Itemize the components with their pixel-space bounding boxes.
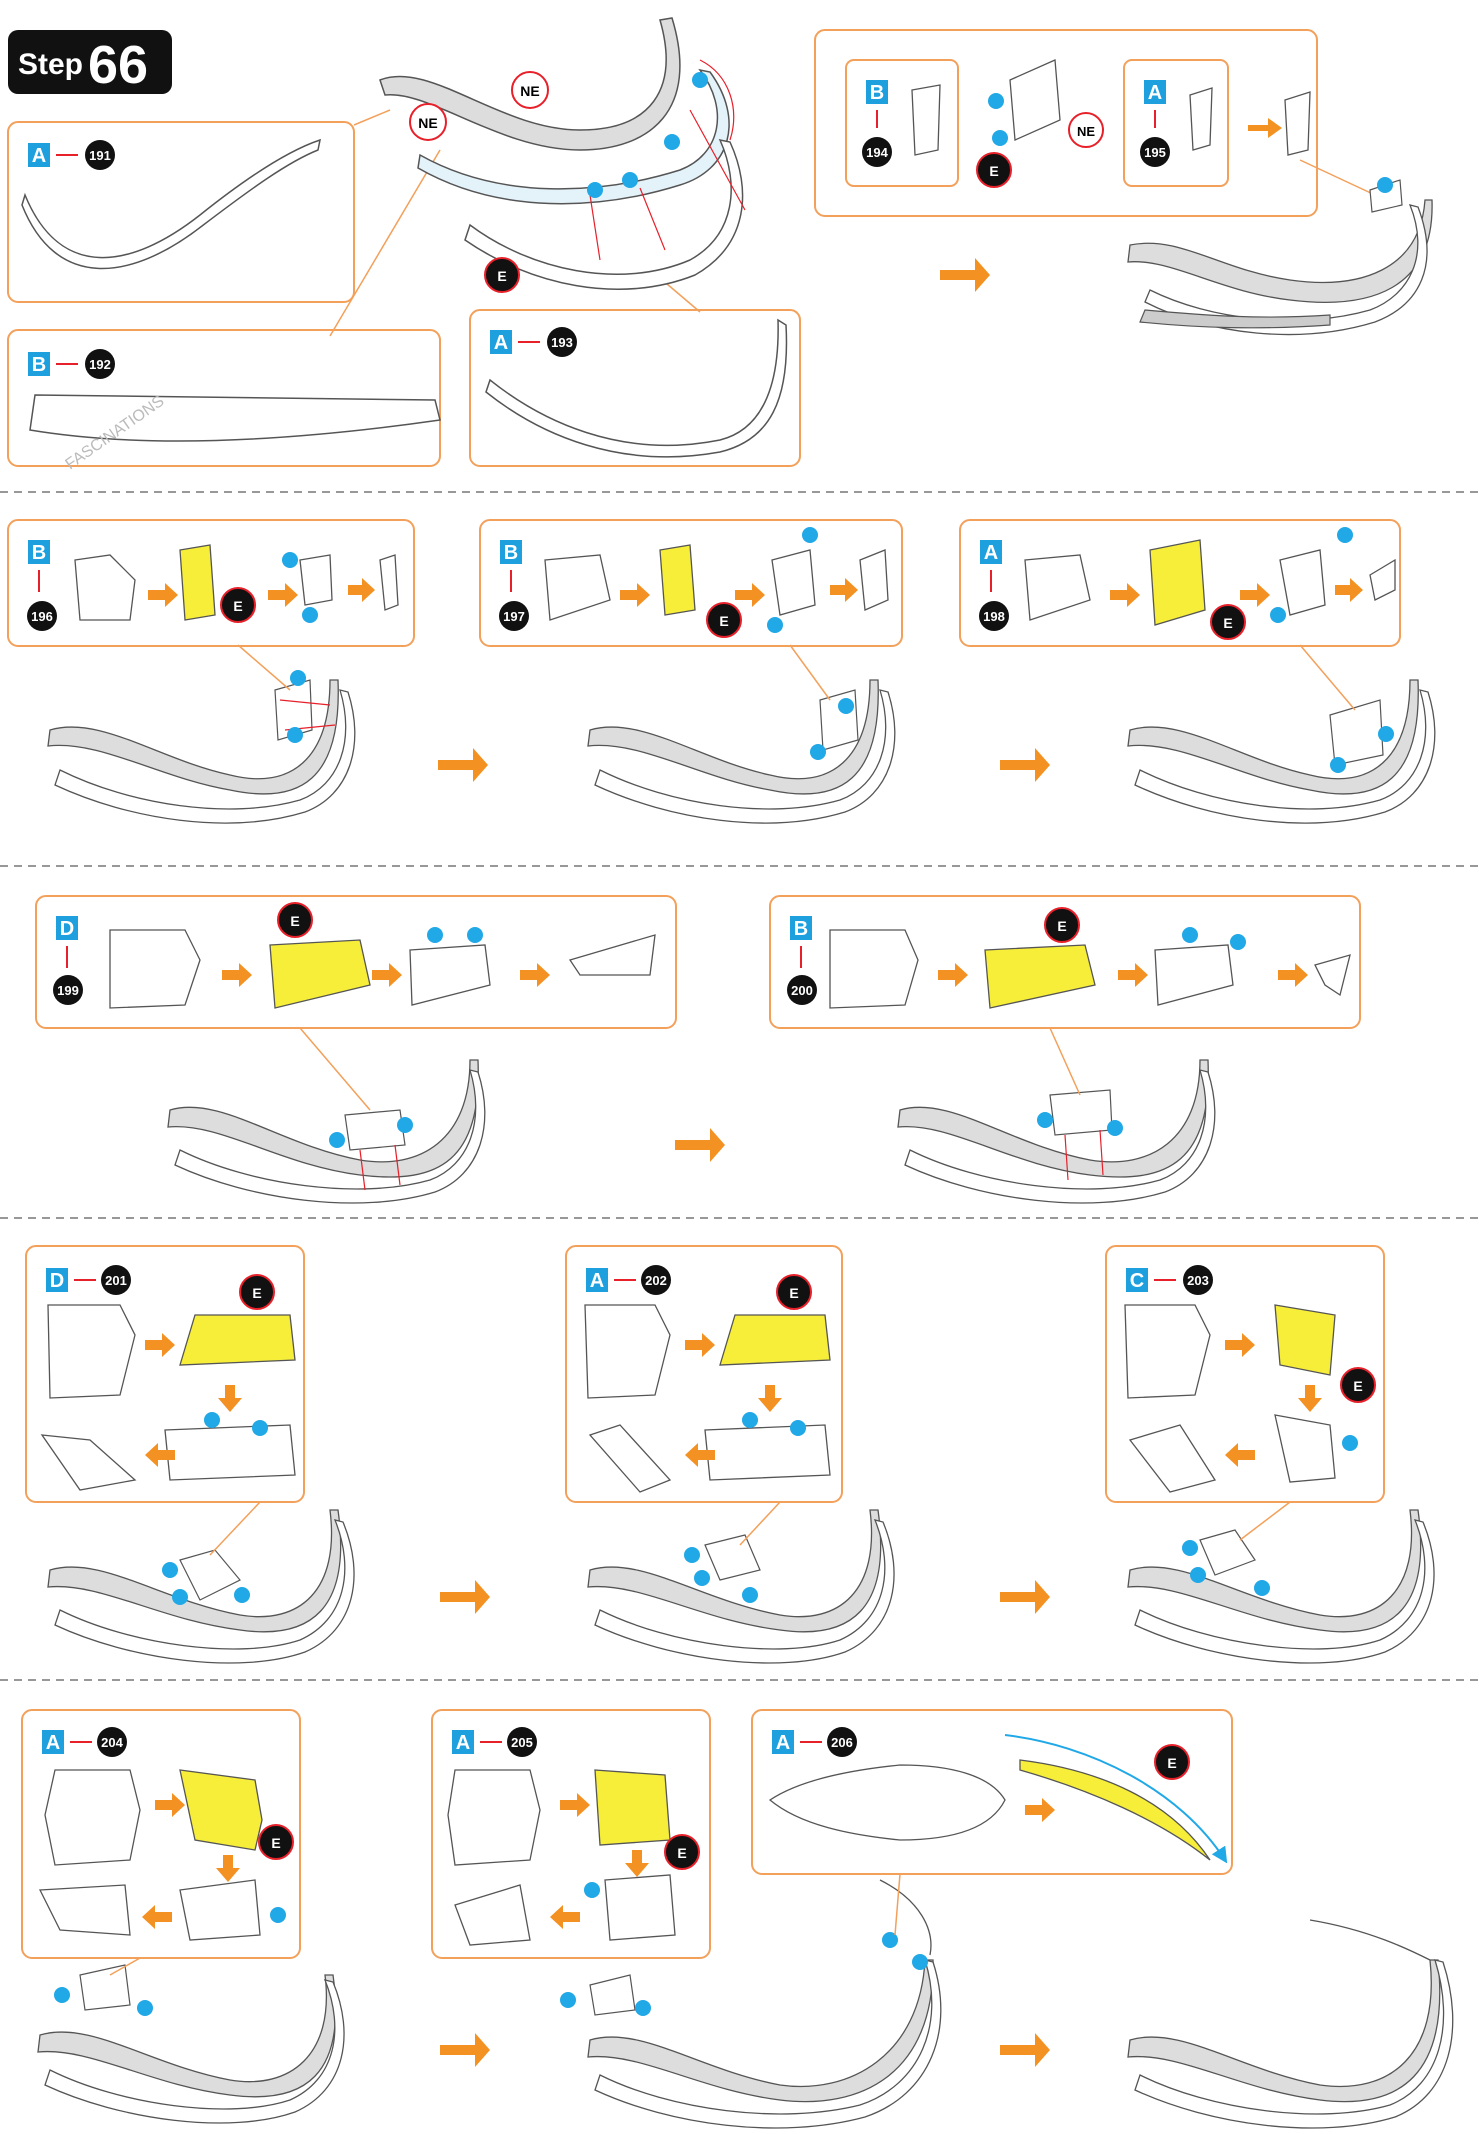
part-number: 206 — [831, 1735, 853, 1750]
marker-ne: NE — [520, 83, 539, 99]
callout-part-198: A 198 E — [960, 520, 1400, 646]
callout-part-197: B 197 E — [480, 520, 902, 646]
sheet-badge: A — [984, 542, 998, 564]
sheet-badge: A — [456, 1732, 470, 1754]
part-number: 193 — [551, 335, 573, 350]
marker-e: E — [271, 1835, 280, 1851]
sheet-badge: A — [590, 1270, 604, 1292]
assembly-view-3b — [898, 1060, 1215, 1203]
sheet-badge: D — [60, 918, 74, 940]
assembly-view-5a — [38, 1965, 344, 2123]
sheet-badge: A — [32, 145, 46, 167]
flow-arrow — [440, 1580, 490, 1614]
callout-part-199: D 199 E — [36, 896, 676, 1028]
marker-e: E — [290, 913, 299, 929]
flow-arrow — [438, 748, 488, 782]
part-number: 192 — [89, 357, 111, 372]
flow-arrow — [440, 2033, 490, 2067]
marker-e: E — [1353, 1378, 1362, 1394]
assembly-view-2c — [1128, 680, 1435, 823]
flow-arrow — [1000, 748, 1050, 782]
part-number: 205 — [511, 1735, 533, 1750]
part-number: 203 — [1187, 1273, 1209, 1288]
assembly-view-2b — [588, 680, 895, 823]
part-number: 195 — [1144, 145, 1166, 160]
part-number: 202 — [645, 1273, 667, 1288]
part-number: 198 — [983, 609, 1005, 624]
callout-part-193: A 193 — [470, 310, 800, 466]
marker-e: E — [1223, 615, 1232, 631]
assembly-view-3a — [168, 1060, 485, 1203]
callout-part-196: B 196 E — [8, 520, 414, 646]
step-number: 66 — [88, 35, 148, 95]
sheet-badge: B — [32, 354, 46, 376]
part-number: 194 — [866, 145, 888, 160]
sheet-badge: D — [50, 1270, 64, 1292]
part-number: 204 — [101, 1735, 123, 1750]
assembly-result-final — [1128, 1920, 1453, 2128]
part-number: 199 — [57, 983, 79, 998]
part-number: 200 — [791, 983, 813, 998]
marker-ne: NE — [418, 115, 437, 131]
sheet-badge: B — [504, 542, 518, 564]
assembly-view-1: NE NE E — [380, 18, 745, 292]
callout-part-192: B 192 FASCINATIONS — [8, 330, 440, 473]
assembly-view-4b — [588, 1510, 894, 1663]
callout-part-206: A 206 E — [752, 1710, 1232, 1874]
callout-part-202: A 202 E — [566, 1246, 842, 1502]
sheet-badge: C — [1130, 1270, 1144, 1292]
sheet-badge: A — [494, 332, 508, 354]
sheet-badge: A — [776, 1732, 790, 1754]
marker-e: E — [1167, 1755, 1176, 1771]
sheet-badge: A — [46, 1732, 60, 1754]
callout-part-191: A 191 — [8, 122, 354, 302]
marker-ne: NE — [1077, 124, 1095, 139]
marker-e: E — [719, 613, 728, 629]
callout-part-200: B 200 E — [770, 896, 1360, 1028]
assembly-view-2a — [48, 670, 355, 823]
flow-arrow — [1000, 1580, 1050, 1614]
assembly-view-4c — [1128, 1510, 1434, 1663]
marker-e: E — [989, 163, 998, 179]
flow-arrow — [1000, 2033, 1050, 2067]
marker-e: E — [677, 1845, 686, 1861]
sheet-badge: B — [32, 542, 46, 564]
marker-e: E — [497, 268, 506, 284]
callout-parts-194-195: B 194 NE E A 195 — [815, 30, 1317, 216]
callout-part-203: C 203 E — [1106, 1246, 1384, 1502]
callout-part-201: D 201 E — [26, 1246, 304, 1502]
flow-arrow — [675, 1128, 725, 1162]
callout-part-204: A 204 E — [22, 1710, 300, 1958]
sheet-badge: B — [794, 918, 808, 940]
step-label: Step — [18, 48, 83, 81]
sheet-badge: A — [1148, 82, 1162, 104]
callout-part-205: A 205 E — [432, 1710, 710, 1958]
sheet-badge: B — [870, 82, 884, 104]
step-title: Step 66 — [8, 30, 172, 95]
marker-e: E — [233, 598, 242, 614]
assembly-view-4a — [48, 1510, 354, 1663]
marker-e: E — [1057, 918, 1066, 934]
flow-arrow — [940, 258, 990, 292]
marker-e: E — [252, 1285, 261, 1301]
part-number: 197 — [503, 609, 525, 624]
part-number: 191 — [89, 148, 111, 163]
part-number: 201 — [105, 1273, 127, 1288]
marker-e: E — [789, 1285, 798, 1301]
part-number: 196 — [31, 609, 53, 624]
